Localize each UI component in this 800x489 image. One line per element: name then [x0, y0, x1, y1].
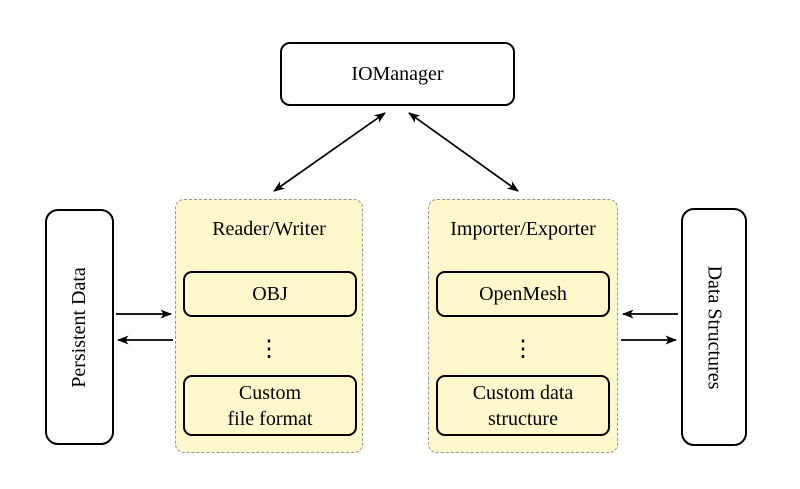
node-data-structures: Data Structures [681, 208, 747, 446]
node-iomanager: IOManager [280, 42, 515, 106]
node-persistent-data-label: Persistent Data [68, 266, 90, 388]
node-persistent-data: Persistent Data [45, 209, 114, 445]
group-importer-exporter-title: Importer/Exporter [450, 218, 596, 240]
node-custom-data-structure: Custom data structure [436, 375, 610, 436]
ellipsis-reader-writer: ⋮ [257, 336, 281, 361]
arrow-iomanager-importer-exporter [408, 112, 519, 192]
node-custom-data-structure-line2: structure [488, 407, 558, 430]
node-openmesh: OpenMesh [436, 271, 610, 317]
group-importer-exporter: Importer/Exporter OpenMesh ⋮ Custom data… [428, 199, 618, 453]
ellipsis-importer-exporter: ⋮ [511, 336, 535, 361]
group-reader-writer-title: Reader/Writer [212, 218, 326, 240]
node-iomanager-label: IOManager [351, 62, 444, 85]
node-custom-file-format-line1: Custom [238, 381, 302, 404]
node-custom-data-structure-line1: Custom data [472, 381, 574, 404]
node-data-structures-label: Data Structures [703, 265, 726, 389]
node-custom-file-format-line2: file format [227, 407, 313, 430]
group-reader-writer: Reader/Writer OBJ ⋮ Custom file format [175, 199, 363, 453]
node-custom-file-format: Custom file format [183, 375, 357, 436]
node-openmesh-label: OpenMesh [479, 283, 567, 305]
node-obj: OBJ [183, 271, 357, 317]
node-obj-label: OBJ [252, 283, 288, 305]
arrow-iomanager-reader-writer [273, 112, 386, 192]
